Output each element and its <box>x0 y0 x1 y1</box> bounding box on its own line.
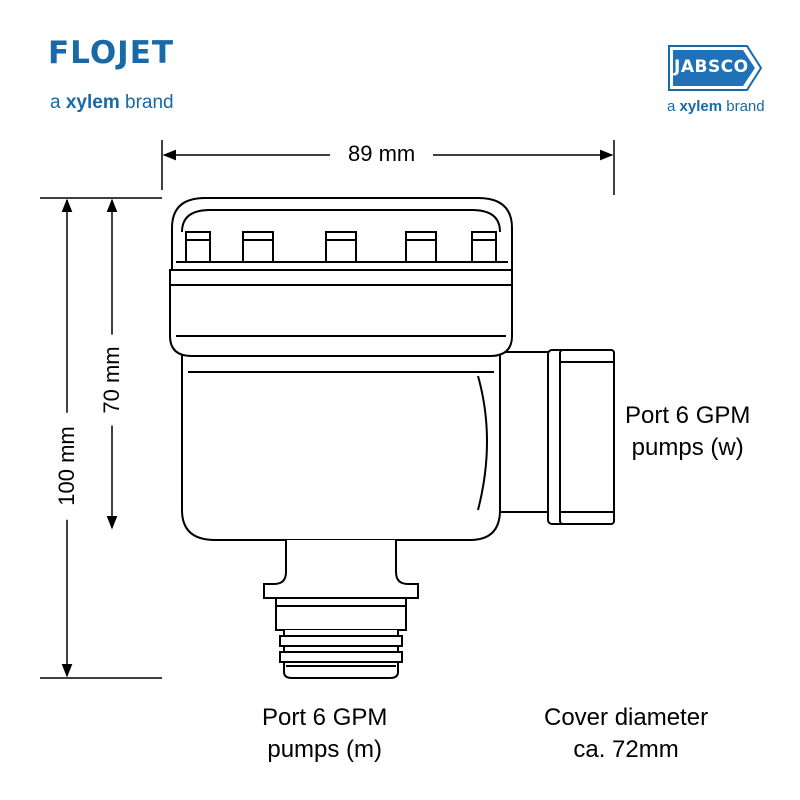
jabsco-logo-badge <box>668 45 763 91</box>
jabsco-tagline-suffix: brand <box>726 98 765 115</box>
jabsco-tagline-prefix: a <box>667 98 676 115</box>
flojet-logo: FLOJET <box>48 35 175 71</box>
flojet-tagline-suffix: brand <box>125 92 174 113</box>
width-dimension-label: 89 mm <box>330 143 434 165</box>
body-height-dimension-label: 70 mm <box>99 334 124 426</box>
filter-body <box>169 197 615 679</box>
flojet-tagline: a xylem brand <box>50 92 174 114</box>
total-height-dimension-label: 100 mm <box>54 412 79 520</box>
bottom-port-label: Port 6 GPM pumps (m) <box>262 702 387 767</box>
jabsco-logo-text: JABSCO <box>674 57 749 77</box>
bottom-port-label-line2: pumps (m) <box>267 736 383 764</box>
flojet-tagline-brand: xylem <box>65 92 120 113</box>
side-port-label-line1: Port 6 GPM <box>625 402 751 429</box>
bottom-port-label-line1: Port 6 GPM <box>262 704 388 731</box>
jabsco-tagline: a xylem brand <box>667 98 765 115</box>
cover-diameter-label: Cover diameter ca. 72mm <box>544 702 708 767</box>
side-port-label: Port 6 GPM pumps (w) <box>625 400 750 465</box>
side-port-label-line2: pumps (w) <box>631 434 744 462</box>
jabsco-tagline-brand: xylem <box>679 98 723 115</box>
flojet-tagline-prefix: a <box>50 92 61 113</box>
cover-diameter-label-line1: Cover diameter <box>544 704 709 731</box>
cover-diameter-label-line2: ca. 72mm <box>573 736 679 764</box>
